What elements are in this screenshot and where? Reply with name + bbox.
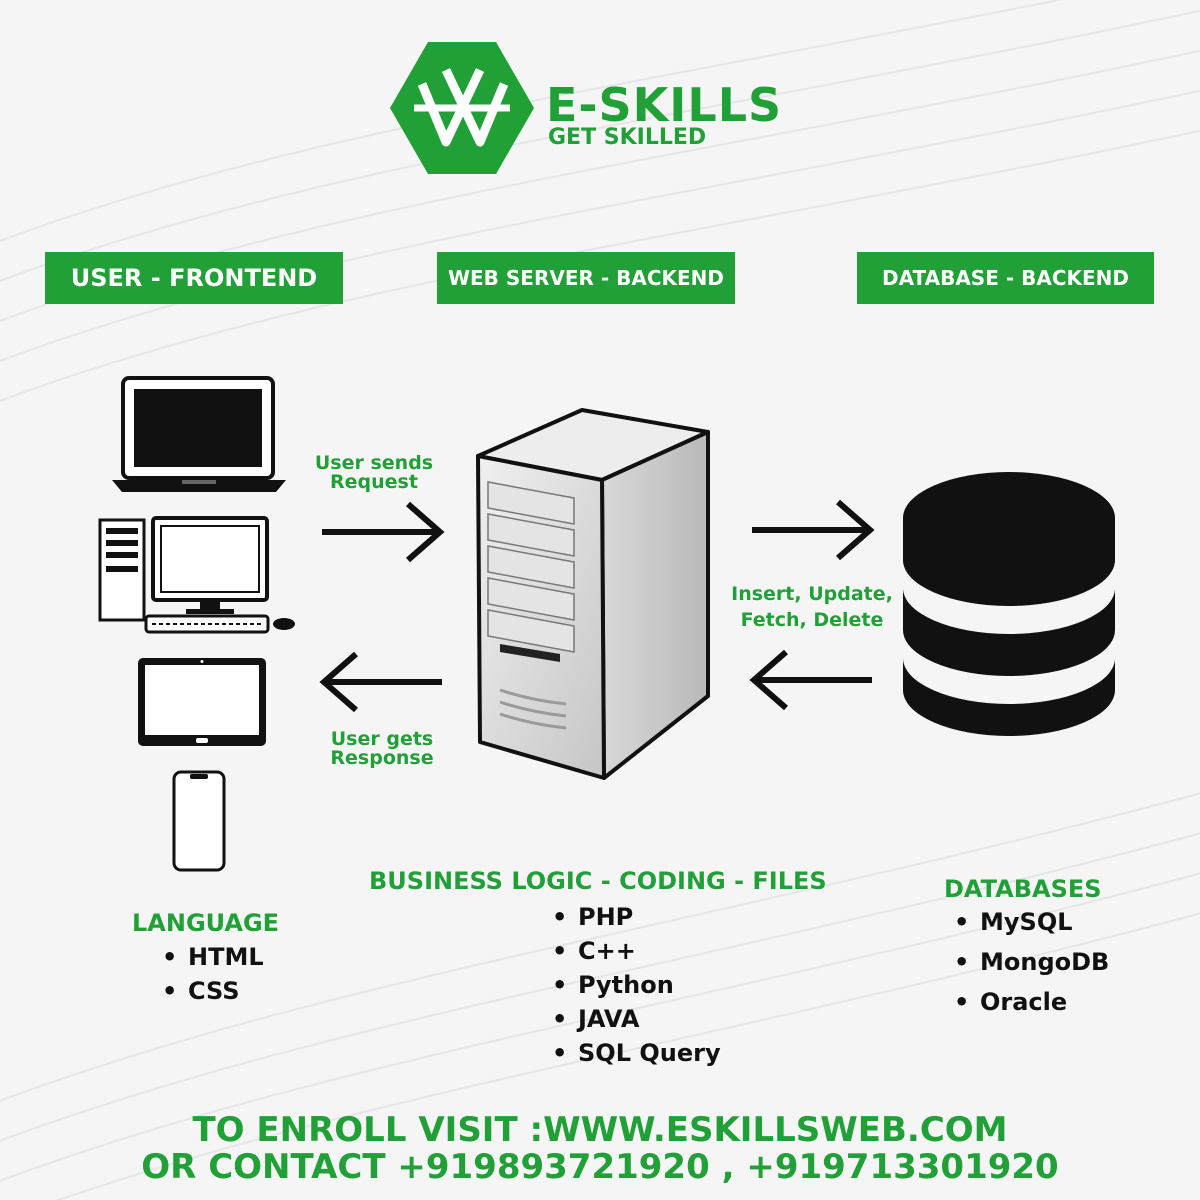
list-item: MySQL [954, 902, 1109, 942]
list-item: PHP [552, 900, 721, 934]
header-frontend: USER - FRONTEND [45, 252, 343, 304]
db-operations-label: Insert, Update, Fetch, Delete [722, 581, 902, 633]
list-item: MongoDB [954, 942, 1109, 982]
to-database-arrow-right-icon [752, 499, 875, 561]
list-item: C++ [552, 934, 721, 968]
db-operations-line1: Insert, Update, [731, 583, 893, 605]
brand-name: E-SKILLS [546, 78, 783, 132]
language-title: LANGUAGE [132, 909, 280, 937]
request-label: User sends Request [304, 454, 444, 492]
contact-line: OR CONTACT +919893721920 , +919713301920 [141, 1147, 1059, 1187]
tablet-icon [138, 658, 266, 746]
business-logic-list: PHP C++ Python JAVA SQL Query [552, 900, 721, 1070]
list-item: Oracle [954, 982, 1109, 1022]
request-label-line1: User sends [314, 452, 434, 474]
response-label-line2: Response [330, 747, 434, 769]
header-database: DATABASE - BACKEND [857, 252, 1154, 304]
response-label: User gets Response [312, 730, 452, 768]
smartphone-icon [172, 770, 226, 872]
header-webserver: WEB SERVER - BACKEND [437, 252, 735, 304]
response-label-line1: User gets [330, 728, 434, 750]
hexagon-knot-logo-icon [390, 42, 534, 174]
list-item: Python [552, 968, 721, 1002]
desktop-computer-icon [98, 516, 295, 634]
database-cylinder-icon [903, 472, 1115, 736]
enroll-line: TO ENROLL VISIT :WWW.ESKILLSWEB.COM [192, 1110, 1008, 1150]
business-logic-title: BUSINESS LOGIC - CODING - FILES [369, 867, 827, 895]
list-item: HTML [162, 940, 264, 974]
request-label-line2: Request [330, 471, 418, 493]
response-arrow-left-icon [319, 651, 442, 713]
db-operations-line2: Fetch, Delete [740, 609, 884, 631]
list-item: SQL Query [552, 1036, 721, 1070]
list-item: CSS [162, 974, 264, 1008]
databases-list: MySQL MongoDB Oracle [954, 902, 1109, 1022]
language-list: HTML CSS [162, 940, 264, 1008]
databases-title: DATABASES [944, 875, 1102, 903]
laptop-icon [112, 376, 286, 492]
request-arrow-right-icon [322, 501, 445, 563]
brand-tagline: GET SKILLED [548, 125, 707, 150]
from-database-arrow-left-icon [749, 649, 872, 711]
list-item: JAVA [552, 1002, 721, 1036]
server-tower-icon [476, 408, 710, 780]
